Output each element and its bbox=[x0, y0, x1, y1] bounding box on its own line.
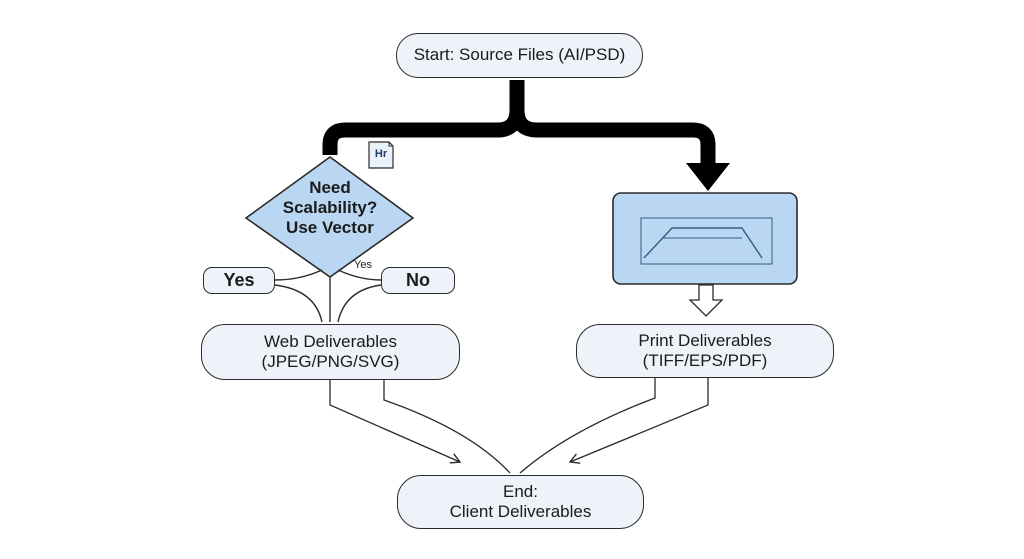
no-option: No bbox=[381, 267, 455, 294]
print-to-end-left bbox=[519, 378, 656, 474]
web-to-end-left bbox=[329, 380, 462, 464]
thick-split-arrow bbox=[322, 80, 525, 155]
decision-line-2: Scalability? bbox=[282, 198, 378, 218]
hollow-down-arrow bbox=[688, 284, 724, 317]
edge-yes-label: Yes bbox=[354, 259, 372, 271]
print-to-end-right bbox=[568, 378, 709, 464]
decision-line-1: Need bbox=[309, 178, 351, 197]
web-formats: (JPEG/PNG/SVG) bbox=[261, 352, 400, 371]
diamond-to-yes bbox=[274, 269, 323, 281]
end-title: End: bbox=[503, 481, 538, 501]
thick-right-arrow bbox=[509, 109, 716, 165]
no-to-web bbox=[337, 284, 382, 323]
decision-label: Need Scalability? Use Vector bbox=[260, 178, 400, 238]
print-deliverables-node: Print Deliverables (TIFF/EPS/PDF) bbox=[576, 324, 834, 378]
end-node: End: Client Deliverables bbox=[397, 475, 644, 529]
hr-badge-label: Hr bbox=[374, 148, 388, 160]
start-node: Start: Source Files (AI/PSD) bbox=[396, 33, 643, 78]
end-subtitle: Client Deliverables bbox=[449, 502, 592, 521]
hr-badge-icon bbox=[368, 141, 394, 169]
start-label: Start: Source Files (AI/PSD) bbox=[413, 45, 626, 65]
yes-option-label: Yes bbox=[223, 270, 255, 290]
decision-line-3: Use Vector bbox=[286, 218, 374, 238]
no-option-label: No bbox=[406, 270, 430, 290]
web-deliverables-node: Web Deliverables (JPEG/PNG/SVG) bbox=[201, 324, 460, 380]
web-title: Web Deliverables bbox=[264, 331, 397, 351]
print-title: Print Deliverables bbox=[638, 330, 772, 350]
yes-option: Yes bbox=[203, 267, 275, 294]
print-preview-panel bbox=[612, 192, 798, 285]
print-formats: (TIFF/EPS/PDF) bbox=[642, 351, 768, 370]
web-to-end-right bbox=[383, 380, 511, 474]
diamond-to-no bbox=[337, 269, 382, 281]
yes-to-web bbox=[274, 284, 323, 323]
thick-arrowhead bbox=[686, 163, 730, 191]
